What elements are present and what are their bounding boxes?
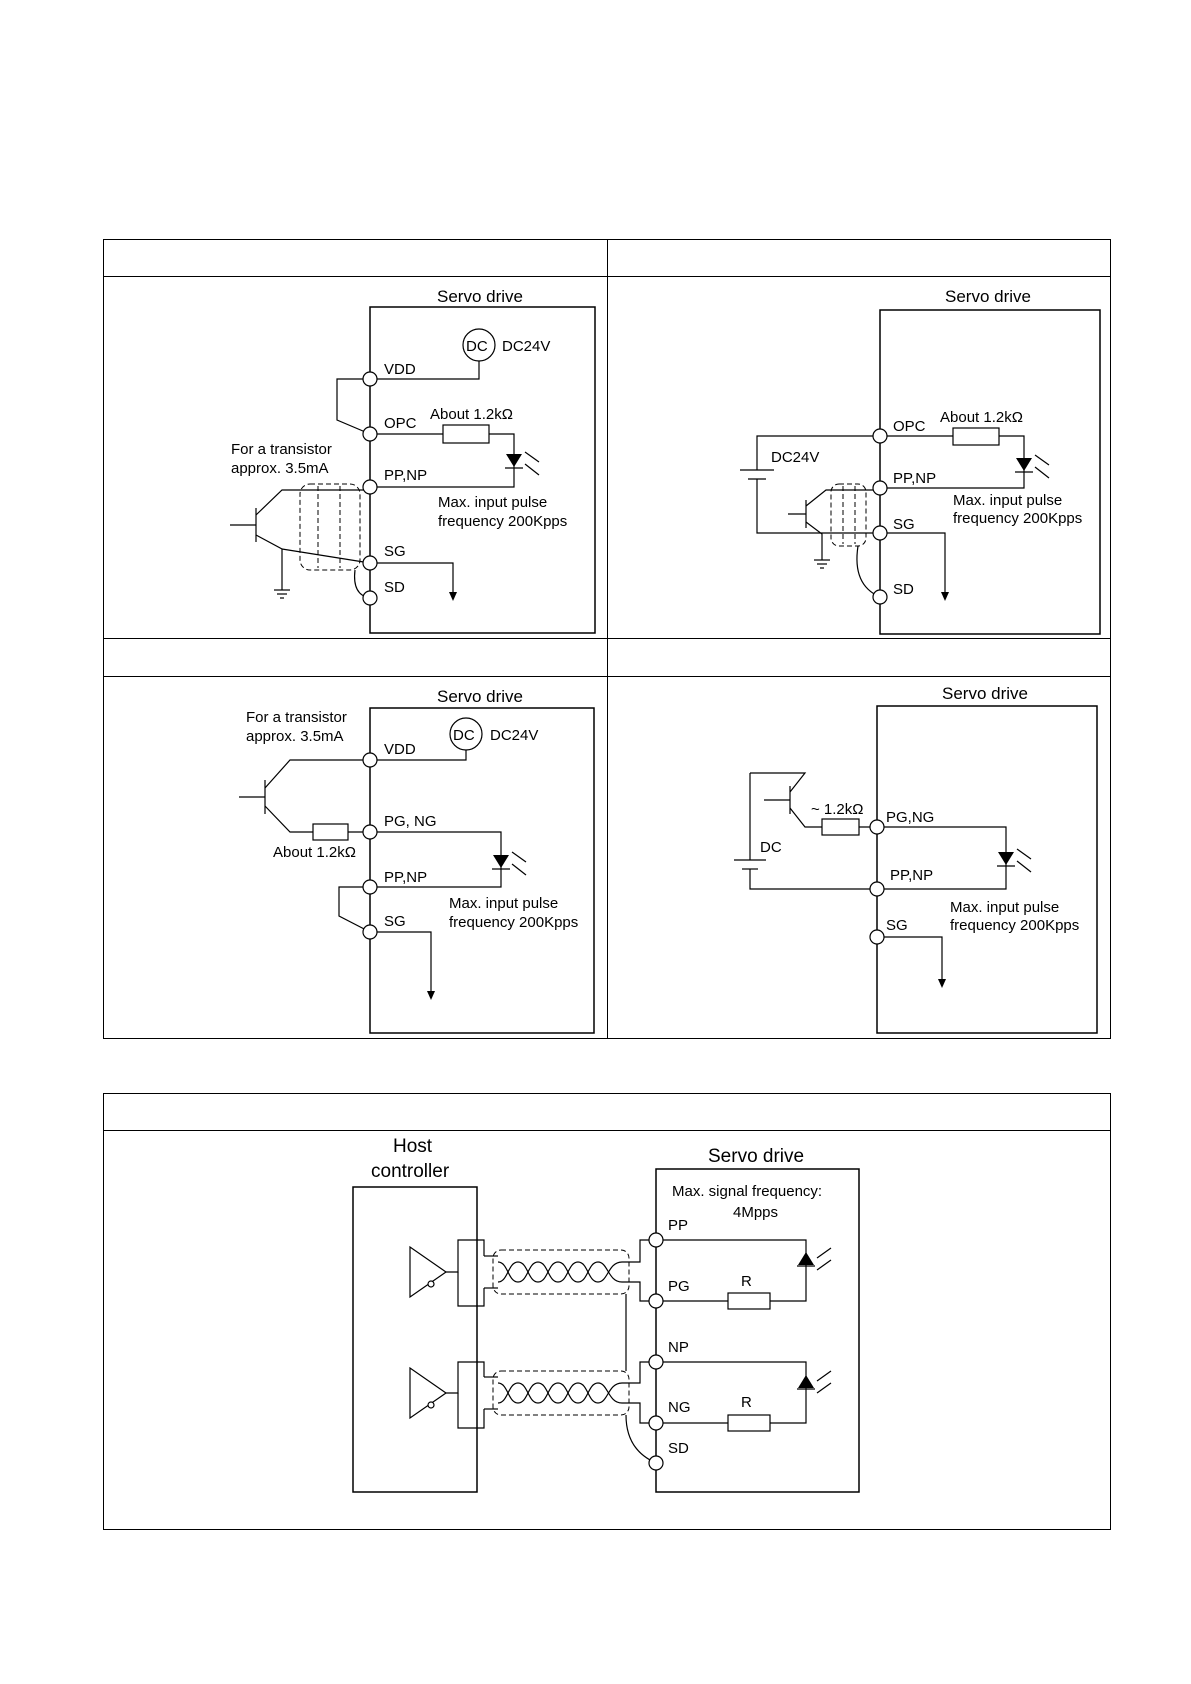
led-icon — [798, 1375, 814, 1388]
servo-drive-title: Servo drive — [437, 687, 523, 706]
transistor-note-line1: For a transistor — [246, 709, 347, 726]
dc-voltage-label: DC24V — [490, 727, 538, 744]
sd-label: SD — [384, 579, 405, 596]
panel-e-circuit: Host controller Servo drive Max. signal … — [352, 1136, 860, 1493]
pg-ng-label: PG,NG — [886, 809, 934, 826]
led-icon — [998, 852, 1014, 865]
servo-drive-box — [369, 306, 596, 634]
resistor-icon — [727, 1292, 771, 1310]
twisted-pair-cable-icon — [492, 1370, 630, 1416]
resistor-r1-label: R — [741, 1273, 752, 1290]
max-pulse-line1: Max. input pulse — [449, 895, 558, 912]
servo-drive-box — [879, 309, 1101, 635]
resistor-r2-label: R — [741, 1394, 752, 1411]
servo-drive-title: Servo drive — [708, 1146, 804, 1167]
column-divider — [607, 240, 608, 1038]
max-pulse-line2: frequency 200Kpps — [449, 914, 578, 931]
max-pulse-line1: Max. input pulse — [438, 494, 547, 511]
transistor-note-line2: approx. 3.5mA — [231, 460, 329, 477]
pg-ng-label: PG, NG — [384, 813, 437, 830]
resistor-label: About 1.2kΩ — [273, 844, 356, 861]
sd-label: SD — [668, 1440, 689, 1457]
resistor-icon — [727, 1414, 771, 1432]
pp-np-label: PP,NP — [893, 470, 936, 487]
dc-voltage-label: DC24V — [771, 449, 819, 466]
dc-label: DC — [760, 839, 782, 856]
resistor-label: ~ 1.2kΩ — [811, 801, 864, 818]
pp-np-label: PP,NP — [384, 467, 427, 484]
max-signal-line2: 4Mpps — [733, 1204, 778, 1221]
panel-d-circuit: Servo drive ~ 1.2kΩ PG,NG DC PP,NP Max. … — [734, 684, 1098, 1034]
panel-b-circuit: Servo drive OPC About 1.2kΩ DC24V PP,NP … — [740, 287, 1101, 635]
header-row-lower — [104, 1130, 1110, 1131]
line-driver-icon — [409, 1366, 448, 1420]
led-icon — [798, 1252, 814, 1265]
panel-c-circuit: Servo drive For a transistor approx. 3.5… — [239, 687, 595, 1034]
shield-cable-icon — [299, 483, 361, 571]
max-pulse-line2: frequency 200Kpps — [953, 510, 1082, 527]
ng-label: NG — [668, 1399, 691, 1416]
opc-label: OPC — [893, 418, 926, 435]
opc-label: OPC — [384, 415, 417, 432]
transistor-note-line1: For a transistor — [231, 441, 332, 458]
resistor-icon — [952, 427, 1000, 446]
resistor-icon — [442, 424, 490, 444]
resistor-icon — [312, 823, 349, 841]
line-driver-icon — [409, 1245, 448, 1299]
sg-label: SG — [886, 917, 908, 934]
transistor-note-line2: approx. 3.5mA — [246, 728, 344, 745]
resistor-icon — [821, 818, 860, 836]
lower-wiring-table — [103, 1093, 1111, 1530]
pg-label: PG — [668, 1278, 690, 1295]
upper-wiring-table — [103, 239, 1111, 1039]
led-icon — [493, 855, 509, 868]
sg-label: SG — [384, 913, 406, 930]
dc-symbol: DC — [453, 727, 475, 744]
pp-np-label: PP,NP — [384, 869, 427, 886]
panel-a-circuit: Servo drive DC DC24V VDD OPC About 1.2kΩ… — [230, 287, 596, 634]
max-pulse-line2: frequency 200Kpps — [950, 917, 1079, 934]
led-icon — [506, 454, 522, 467]
max-pulse-line1: Max. input pulse — [953, 492, 1062, 509]
resistor-label: About 1.2kΩ — [940, 409, 1023, 426]
sg-label: SG — [893, 516, 915, 533]
led-icon — [1016, 458, 1032, 471]
pp-np-label: PP,NP — [890, 867, 933, 884]
dc-symbol: DC — [466, 338, 488, 355]
shield-cable-icon — [830, 483, 867, 547]
sd-label: SD — [893, 581, 914, 598]
np-label: NP — [668, 1339, 689, 1356]
servo-drive-title: Servo drive — [945, 287, 1031, 306]
servo-drive-box — [876, 705, 1098, 1034]
host-controller-title-line1: Host — [393, 1136, 433, 1157]
sg-label: SG — [384, 543, 406, 560]
resistor-label: About 1.2kΩ — [430, 406, 513, 423]
vdd-label: VDD — [384, 361, 416, 378]
servo-drive-title: Servo drive — [942, 684, 1028, 703]
servo-drive-title: Servo drive — [437, 287, 523, 306]
pp-label: PP — [668, 1217, 688, 1234]
max-signal-line1: Max. signal frequency: — [672, 1183, 822, 1200]
twisted-pair-cable-icon — [492, 1249, 630, 1295]
dc-voltage-label: DC24V — [502, 338, 550, 355]
host-controller-box — [352, 1186, 478, 1493]
max-pulse-line1: Max. input pulse — [950, 899, 1059, 916]
max-pulse-line2: frequency 200Kpps — [438, 513, 567, 530]
servo-drive-box — [369, 707, 595, 1034]
vdd-label: VDD — [384, 741, 416, 758]
host-controller-title-line2: controller — [371, 1161, 450, 1182]
servo-drive-box — [655, 1168, 860, 1493]
